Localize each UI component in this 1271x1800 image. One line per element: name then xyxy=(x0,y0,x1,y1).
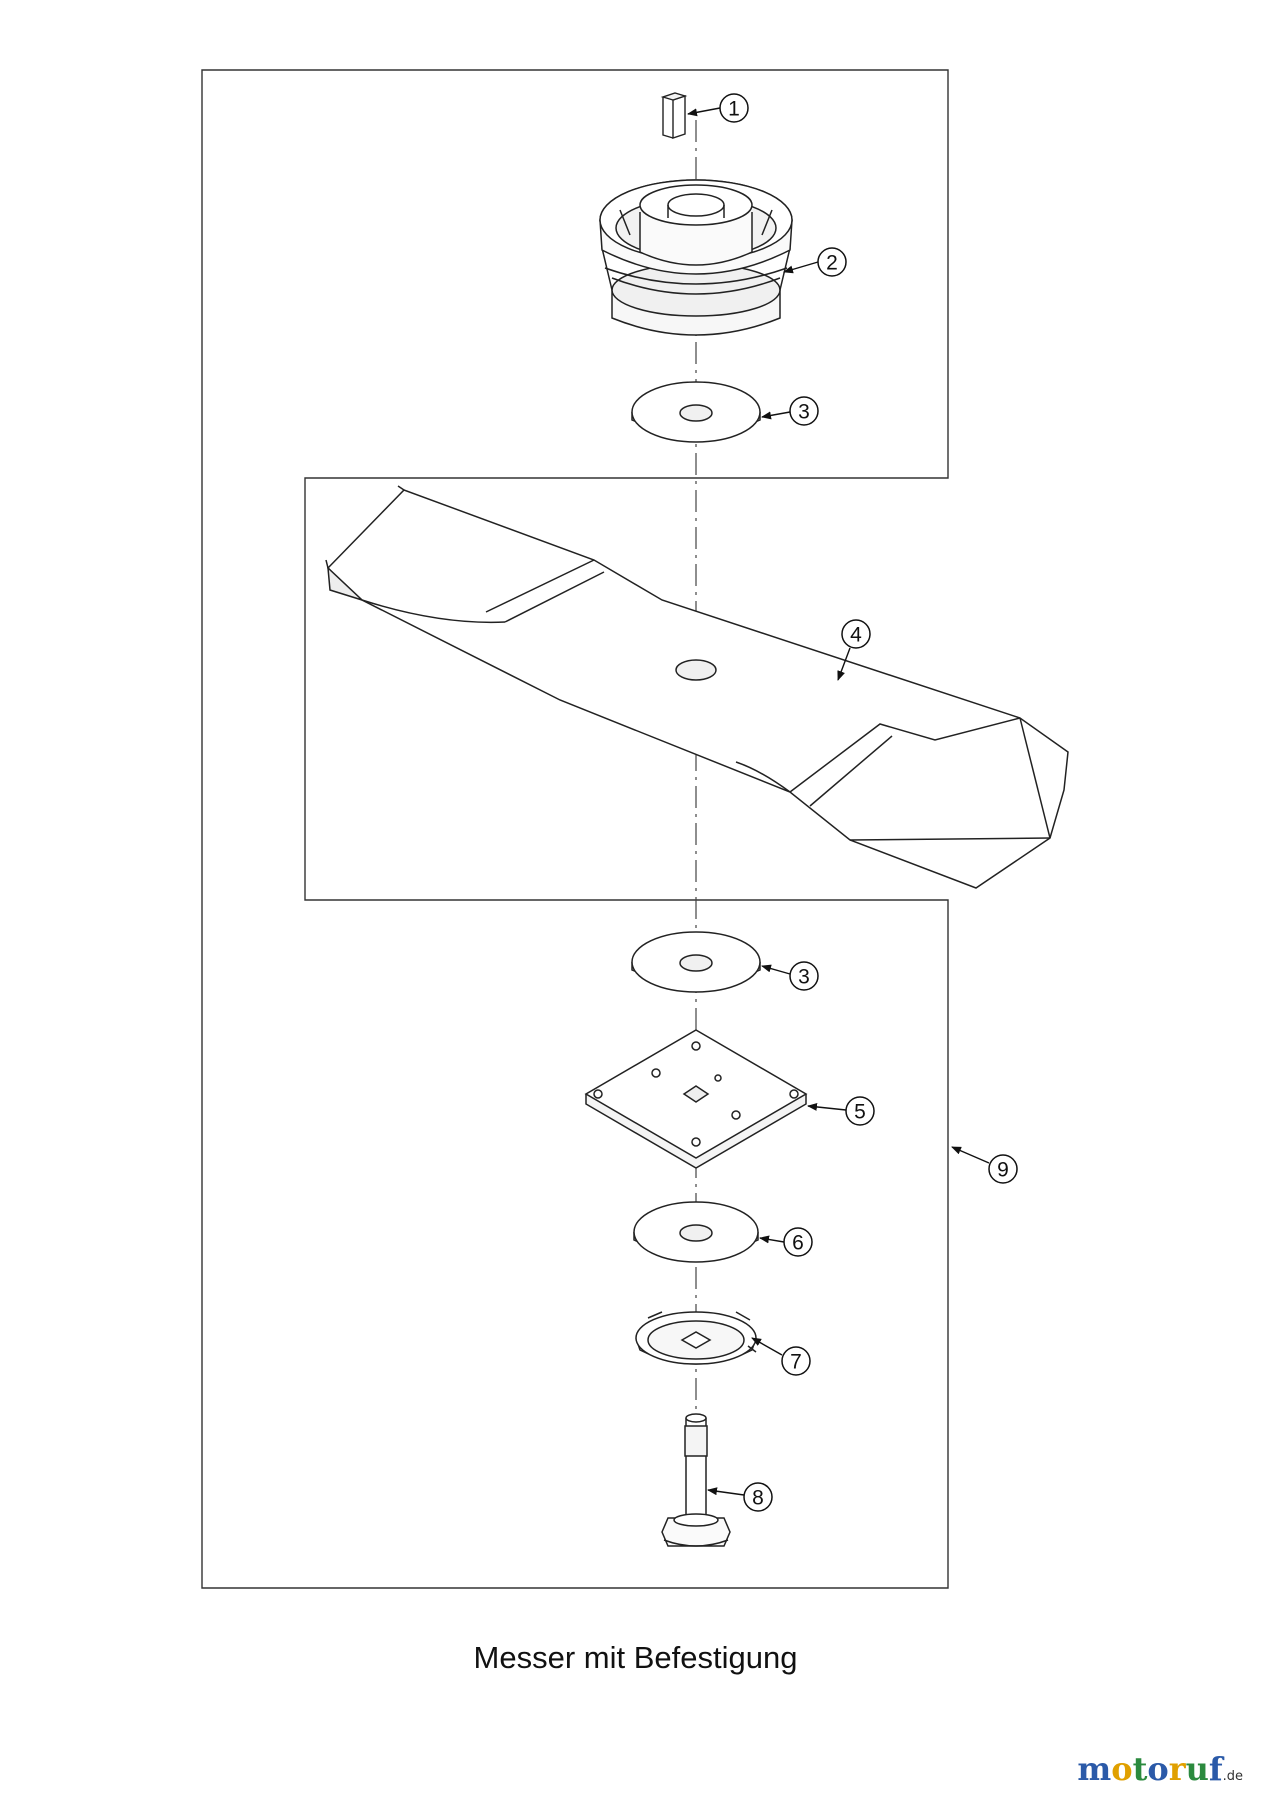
watermark-tld: .de xyxy=(1222,1769,1243,1784)
part-pulley xyxy=(599,179,793,336)
part-blade xyxy=(325,485,1069,889)
callout-label: 3 xyxy=(798,401,810,424)
callout-1: 1 xyxy=(719,93,749,123)
watermark-letter: o xyxy=(1147,1750,1169,1788)
watermark-letter: t xyxy=(1132,1750,1148,1788)
watermark-letter: o xyxy=(1111,1750,1133,1788)
callout-5: 5 xyxy=(845,1096,875,1126)
watermark-letter: m xyxy=(1077,1750,1112,1788)
watermark-letter: u xyxy=(1185,1750,1209,1788)
callout-label: 7 xyxy=(790,1351,802,1374)
assembly-boundary xyxy=(201,69,949,1589)
callout-3-upper: 3 xyxy=(789,396,819,426)
callout-3-lower: 3 xyxy=(789,961,819,991)
callout-label: 2 xyxy=(826,252,838,275)
callout-label: 1 xyxy=(728,98,740,121)
callout-label: 5 xyxy=(854,1101,866,1124)
diagram-caption: Messer mit Befestigung xyxy=(473,1640,798,1675)
callout-2: 2 xyxy=(817,247,847,277)
part-washer-upper xyxy=(631,381,761,443)
callout-label: 3 xyxy=(798,966,810,989)
watermark-letter: f xyxy=(1208,1750,1223,1788)
part-plate xyxy=(584,1029,808,1169)
callout-label: 4 xyxy=(850,624,862,647)
part-key xyxy=(660,92,688,139)
callout-7: 7 xyxy=(781,1346,811,1376)
callout-label: 8 xyxy=(752,1487,764,1510)
part-washer-6 xyxy=(633,1201,759,1263)
part-washer-lower xyxy=(631,931,761,993)
callout-label: 9 xyxy=(997,1159,1009,1182)
watermark-logo: motoruf.de xyxy=(1077,1750,1243,1788)
part-retainer xyxy=(635,1311,757,1365)
leader-lines xyxy=(687,107,990,1496)
callout-8: 8 xyxy=(743,1482,773,1512)
callout-4: 4 xyxy=(841,619,871,649)
callout-9: 9 xyxy=(988,1154,1018,1184)
watermark-letter: r xyxy=(1168,1750,1186,1788)
callout-label: 6 xyxy=(792,1232,804,1255)
part-bolt xyxy=(661,1413,731,1547)
callout-6: 6 xyxy=(783,1227,813,1257)
